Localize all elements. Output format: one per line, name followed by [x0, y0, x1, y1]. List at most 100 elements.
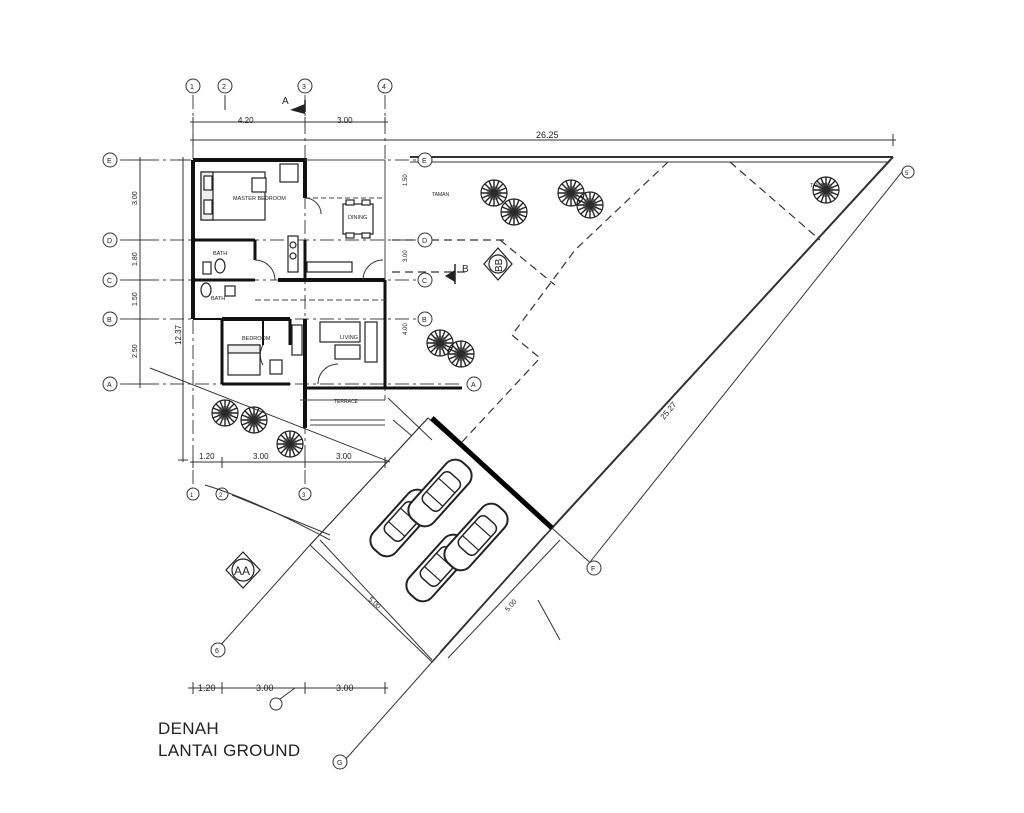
- label-living: LIVING: [340, 335, 358, 341]
- interior-lines: [255, 159, 386, 426]
- grid-bubble-a-left: A: [102, 376, 118, 392]
- dim-top-2: 3.00: [337, 116, 353, 125]
- section-cut-line: [149, 367, 391, 463]
- svg-text:E: E: [422, 158, 427, 165]
- svg-text:C: C: [422, 278, 427, 285]
- title-line-2: LANTAI GROUND: [158, 741, 301, 760]
- svg-text:D: D: [107, 238, 112, 245]
- grid-bubble-2-bottom: 2: [215, 487, 229, 501]
- svg-text:2: 2: [219, 493, 223, 499]
- dim-diagonal-long: 25.27: [659, 400, 679, 422]
- grid-bubble-1-bottom: 1: [186, 487, 200, 501]
- dining-table: [342, 199, 374, 239]
- grid-bubble-5: 5: [901, 165, 915, 179]
- label-bedroom: BEDROOM: [242, 336, 271, 342]
- carport: [309, 397, 554, 663]
- svg-text:3: 3: [302, 84, 306, 91]
- svg-text:4: 4: [382, 84, 386, 91]
- dim-right-3: 4.00: [403, 323, 409, 335]
- grid-bubble-b-left: B: [102, 311, 118, 327]
- dim-mid-1: 3.00: [253, 452, 269, 461]
- label-master-bedroom: MASTER BEDROOM: [233, 196, 286, 202]
- cars: [364, 453, 514, 608]
- garden-path-curve: [204, 484, 331, 541]
- grid-bubble-1-top: 1: [185, 78, 201, 94]
- bath-fixtures: [200, 258, 236, 298]
- svg-text:A: A: [282, 96, 289, 107]
- label-garden-2: TAMAN: [810, 183, 828, 189]
- svg-text:BB: BB: [494, 258, 505, 272]
- dim-bottom-0: 1.20: [198, 683, 216, 693]
- svg-text:3: 3: [302, 493, 306, 499]
- dim-left-4: 2.50: [132, 344, 139, 358]
- svg-text:F: F: [591, 566, 595, 573]
- dim-left-1: 3.00: [132, 191, 139, 205]
- dim-left-3: 1.50: [132, 292, 139, 306]
- dim-bottom-1: 3.00: [256, 683, 274, 693]
- grid-bubble-4-top: 4: [377, 78, 393, 94]
- svg-text:2: 2: [222, 84, 226, 91]
- dim-right-2: 3.00: [403, 250, 409, 262]
- mid-dimensions: [190, 457, 388, 468]
- dim-overall-top: 26.25: [536, 130, 559, 140]
- dim-carport-a: 5.00: [367, 596, 382, 610]
- dim-right-1: 1.50: [403, 174, 409, 186]
- svg-text:E: E: [107, 158, 112, 165]
- top-dimensions: [190, 95, 896, 146]
- section-marker-bb: BB: [483, 247, 513, 281]
- kitchen-counter: [287, 235, 353, 273]
- grid-bubble-d-right: D: [417, 232, 433, 248]
- svg-text:B: B: [422, 317, 427, 324]
- dim-mid-0: 1.20: [199, 452, 215, 461]
- svg-text:1: 1: [190, 493, 194, 499]
- grid-bubble-3-top: 3: [297, 78, 313, 94]
- bed-master: [200, 171, 267, 221]
- label-garden-1: TAMAN: [432, 192, 450, 198]
- grid-bubble-2-top: 2: [217, 78, 233, 94]
- svg-text:6: 6: [215, 648, 219, 655]
- svg-text:B: B: [462, 264, 469, 275]
- grid-bubble-g: G: [332, 754, 348, 770]
- svg-text:AA: AA: [234, 564, 250, 578]
- dim-mid-2: 3.00: [336, 452, 352, 461]
- svg-text:A: A: [107, 382, 112, 389]
- svg-text:G: G: [337, 760, 342, 767]
- svg-text:5: 5: [905, 171, 909, 177]
- svg-text:C: C: [107, 278, 112, 285]
- dim-carport-b: 5.00: [504, 598, 518, 613]
- grid-bubble-d-left: D: [102, 232, 118, 248]
- grid-bubble-f: F: [586, 560, 602, 576]
- svg-text:D: D: [422, 238, 427, 245]
- bottom-scale-dimensions: [188, 682, 388, 703]
- dim-top-1: 4.20: [238, 116, 254, 125]
- dim-left-total: 12.37: [174, 324, 183, 345]
- bed-second: [227, 344, 283, 376]
- grid-bubble-c-right: C: [417, 272, 433, 288]
- label-bath-1: BATH: [213, 251, 227, 257]
- grid-bubble-e-right: E: [417, 152, 433, 168]
- dim-left-2: 1.80: [132, 252, 139, 266]
- label-dining: DINING: [348, 215, 367, 221]
- section-a-marker: A: [282, 96, 306, 114]
- section-marker-b: B: [445, 264, 469, 284]
- grid-bubble-3-bottom: 3: [298, 487, 312, 501]
- grid-bubble-c-left: C: [102, 272, 118, 288]
- door-swings: [254, 197, 384, 385]
- dim-bottom-2: 3.00: [336, 683, 354, 693]
- svg-text:A: A: [471, 382, 476, 389]
- grid-bubble-b-right: B: [417, 311, 433, 327]
- grid-bubble-6: 6: [210, 642, 226, 658]
- wardrobe: [279, 163, 299, 183]
- svg-text:1: 1: [190, 84, 194, 91]
- drawing-title: DENAH LANTAI GROUND: [158, 718, 300, 762]
- label-bath-2: BATH: [211, 296, 225, 302]
- site-boundary: [410, 156, 894, 663]
- grid-bubble-e-left: E: [102, 152, 118, 168]
- garden-zones: [392, 161, 821, 443]
- svg-text:B: B: [107, 317, 112, 324]
- living-sofa: [291, 321, 378, 363]
- label-terrace: TERRACE: [334, 399, 359, 405]
- title-line-1: DENAH: [158, 719, 220, 738]
- grid-bubble-a-right: A: [466, 376, 482, 392]
